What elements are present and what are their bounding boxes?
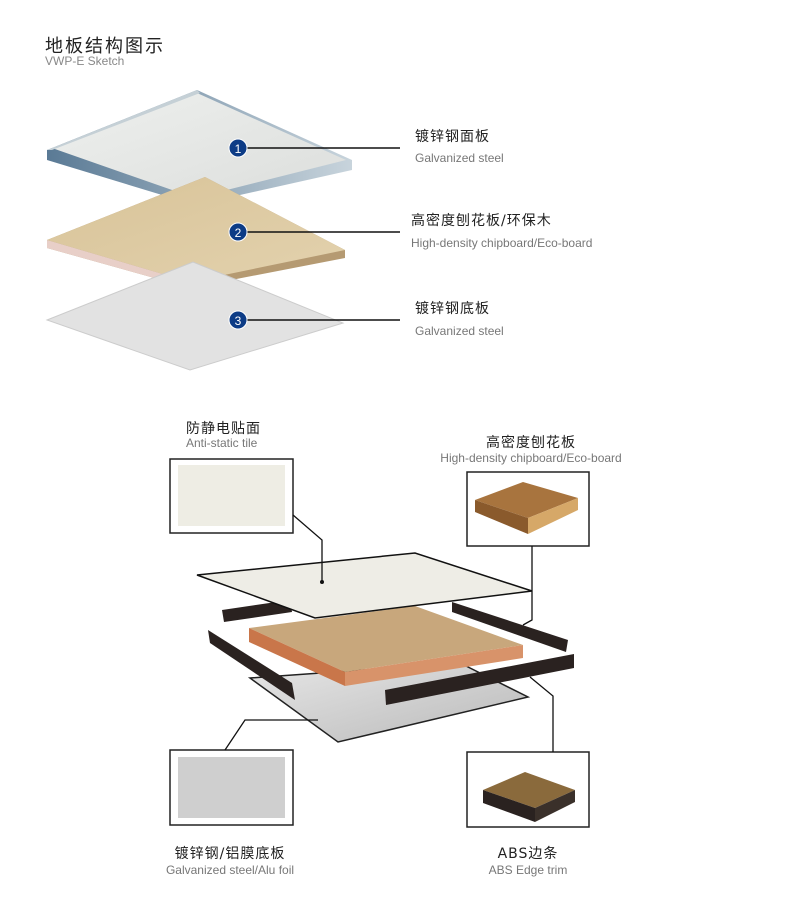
edge-trim-back-right <box>452 602 568 652</box>
alu-leader <box>224 719 318 751</box>
page-title: 地板结构图示 <box>45 36 165 57</box>
chipboard-panel <box>47 177 345 288</box>
tile-cn-label: 防静电贴面 <box>186 421 261 437</box>
layer-1-en-label: Galvanized steel <box>415 151 504 165</box>
layer-3-en-label: Galvanized steel <box>415 324 504 338</box>
tile-en-label: Anti-static tile <box>186 436 258 450</box>
edge-en-label: ABS Edge trim <box>488 863 568 877</box>
layer-1-cn-label: 镀锌钢面板 <box>415 129 490 145</box>
edge-cn-label: ABS边条 <box>497 846 559 862</box>
bottom-cn-label: 镀锌钢/铝膜底板 <box>174 846 286 862</box>
edge-detail-box <box>466 751 590 828</box>
edge-trim-front-left <box>208 630 295 700</box>
chipboard-leader <box>522 546 533 626</box>
tile-leader <box>292 514 323 582</box>
badge-1: 1 <box>228 138 248 158</box>
layer-2-en-label: High-density chipboard/Eco-board <box>411 236 593 250</box>
edge-trim-front-right <box>385 654 574 705</box>
svg-text:2: 2 <box>235 226 242 240</box>
badge-2: 2 <box>228 222 248 242</box>
chipboard-detail-box <box>466 471 590 547</box>
tile-detail-box <box>169 458 294 534</box>
chipboard-layer <box>249 606 523 686</box>
edge-trim-back-left <box>222 600 292 622</box>
alu-detail-box <box>169 749 294 826</box>
badge-3: 3 <box>228 310 248 330</box>
svg-text:3: 3 <box>235 314 242 328</box>
bottom-en-label: Galvanized steel/Alu foil <box>165 863 295 877</box>
edge-leader <box>529 676 554 752</box>
steel-bottom-panel <box>45 261 345 371</box>
layer-3-cn-label: 镀锌钢底板 <box>415 301 490 317</box>
svg-text:1: 1 <box>235 142 242 156</box>
page-subtitle: VWP-E Sketch <box>45 54 125 68</box>
steel-top-panel <box>47 90 352 205</box>
layer-2-cn-label: 高密度刨花板/环保木 <box>411 213 552 229</box>
chipboard-en-label: High-density chipboard/Eco-board <box>440 451 622 465</box>
chipboard-cn-label: 高密度刨花板 <box>486 435 576 451</box>
